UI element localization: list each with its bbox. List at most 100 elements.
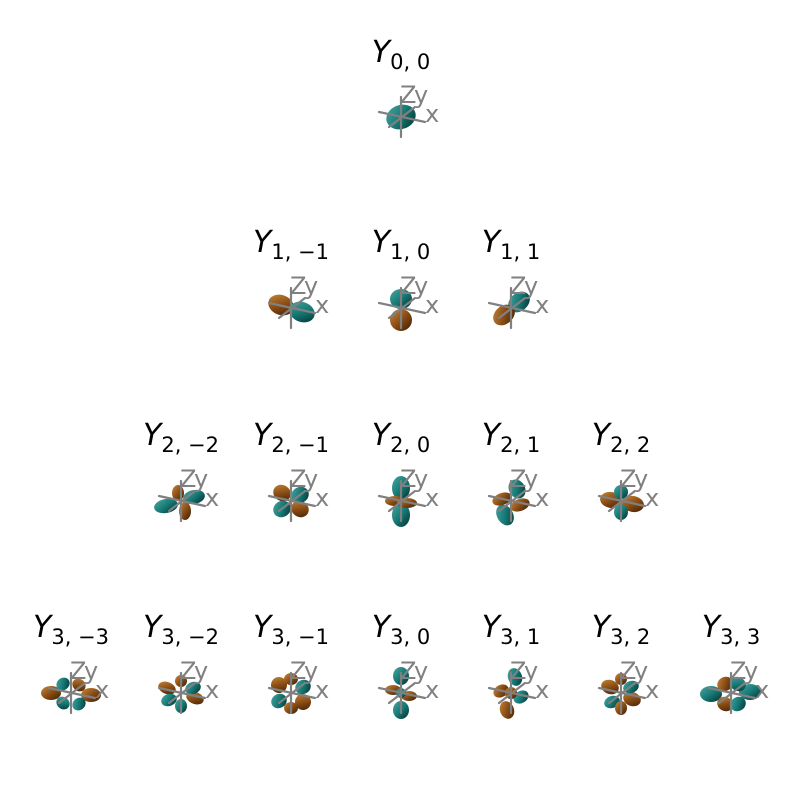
harmonic-subscript-separator: , <box>284 433 299 457</box>
harmonic-label-1-0: Y1, −1 <box>231 228 351 263</box>
harmonic-order: 0 <box>416 433 431 457</box>
z-axis-label: Z <box>620 465 637 493</box>
harmonic-symbol: Y <box>481 610 501 645</box>
surface-lobe <box>717 676 733 692</box>
harmonic-symbol: Y <box>591 610 611 645</box>
z-axis-label: Z <box>400 465 417 493</box>
x-axis-label: x <box>535 676 550 704</box>
harmonic-order: 1 <box>526 625 541 649</box>
harmonic-subscript: 2, −1 <box>271 433 329 457</box>
z-axis-label: Z <box>400 81 417 109</box>
surface-lobe <box>161 693 177 707</box>
surface-lobe <box>56 696 70 710</box>
harmonic-degree: 3 <box>500 625 514 649</box>
surface-lobe <box>730 696 746 712</box>
harmonic-subscript-separator: , <box>623 433 637 457</box>
harmonic-subscript: 1, 1 <box>500 240 540 264</box>
surface-lobe <box>72 678 86 692</box>
harmonic-label-3-4: Y3, 1 <box>451 613 571 648</box>
harmonic-subscript-separator: , <box>284 240 299 264</box>
harmonic-symbol: Y <box>371 35 391 70</box>
z-axis-label: Z <box>290 272 307 300</box>
y-axis-label: y <box>304 272 319 300</box>
harmonic-surface-2-1 <box>267 479 317 523</box>
harmonic-order: 2 <box>636 625 651 649</box>
harmonic-symbol: Y <box>252 610 272 645</box>
surface-lobe <box>72 697 86 711</box>
harmonic-order: −2 <box>188 625 220 649</box>
x-axis-label: x <box>205 484 220 512</box>
harmonic-subscript: 2, 0 <box>390 433 430 457</box>
harmonic-subscript-separator: , <box>174 625 189 649</box>
y-axis-label: y <box>84 657 99 685</box>
harmonic-surface-3-2 <box>267 671 317 715</box>
harmonic-subscript: 1, 0 <box>390 240 430 264</box>
harmonic-degree: 1 <box>271 240 285 264</box>
y-axis-label: y <box>414 657 429 685</box>
z-axis-label: Z <box>510 657 527 685</box>
y-axis-label: y <box>414 465 429 493</box>
harmonic-symbol: Y <box>481 225 501 260</box>
harmonic-symbol: Y <box>32 610 52 645</box>
harmonic-subscript-separator: , <box>174 433 189 457</box>
harmonic-order: −2 <box>188 433 220 457</box>
harmonic-label-3-6: Y3, 3 <box>671 613 791 648</box>
harmonic-label-2-0: Y2, −2 <box>121 421 241 456</box>
harmonic-symbol: Y <box>252 418 272 453</box>
harmonic-symbol: Y <box>252 225 272 260</box>
surface-lobe <box>291 500 309 518</box>
harmonic-surface-1-2 <box>487 286 537 330</box>
harmonic-surface-3-5 <box>597 671 647 715</box>
harmonic-label-2-2: Y2, 0 <box>341 421 461 456</box>
harmonic-degree: 2 <box>390 433 404 457</box>
harmonic-surface-3-1 <box>157 671 207 715</box>
z-axis-label: Z <box>180 657 197 685</box>
harmonic-surface-2-0 <box>154 479 207 523</box>
harmonic-symbol: Y <box>701 610 721 645</box>
x-axis-label: x <box>425 100 440 128</box>
harmonic-surface-3-6 <box>700 671 761 715</box>
z-axis-label: Z <box>730 657 747 685</box>
harmonic-subscript: 3, −3 <box>51 625 109 649</box>
z-axis-label: Z <box>70 657 87 685</box>
harmonic-subscript-separator: , <box>513 240 527 264</box>
x-axis-label: x <box>205 676 220 704</box>
harmonic-order: −1 <box>298 625 330 649</box>
harmonic-subscript: 3, −1 <box>271 625 329 649</box>
harmonic-label-3-5: Y3, 2 <box>561 613 681 648</box>
z-axis-label: Z <box>400 272 417 300</box>
harmonic-surface-3-3 <box>377 667 427 719</box>
harmonic-order: −1 <box>298 433 330 457</box>
harmonic-subscript-separator: , <box>403 433 417 457</box>
harmonic-subscript-separator: , <box>513 625 527 649</box>
z-axis-label: Z <box>510 465 527 493</box>
y-axis-label: y <box>304 657 319 685</box>
harmonic-symbol: Y <box>591 418 611 453</box>
harmonic-label-2-1: Y2, −1 <box>231 421 351 456</box>
y-axis-label: y <box>414 81 429 109</box>
surface-lobe <box>271 693 287 709</box>
harmonic-degree: 3 <box>161 625 175 649</box>
harmonic-subscript: 2, 1 <box>500 433 540 457</box>
y-axis-label: y <box>524 465 539 493</box>
harmonic-symbol: Y <box>142 610 162 645</box>
x-axis-label: x <box>425 291 440 319</box>
harmonic-subscript-separator: , <box>64 625 79 649</box>
surface-lobe <box>56 677 70 691</box>
y-axis-label: y <box>524 657 539 685</box>
z-axis-label: Z <box>290 465 307 493</box>
x-axis-label: x <box>645 484 660 512</box>
surface-lobe <box>295 679 311 695</box>
x-axis-label: x <box>645 676 660 704</box>
harmonic-subscript: 2, 2 <box>610 433 650 457</box>
surface-lobe <box>183 489 205 505</box>
harmonic-degree: 2 <box>500 433 514 457</box>
harmonic-label-2-4: Y2, 2 <box>561 421 681 456</box>
harmonic-subscript: 3, 2 <box>610 625 650 649</box>
surface-lobe <box>295 694 311 710</box>
y-axis-label: y <box>194 657 209 685</box>
harmonic-label-3-3: Y3, 0 <box>341 613 461 648</box>
harmonic-degree: 2 <box>161 433 175 457</box>
harmonic-subscript: 3, 0 <box>390 625 430 649</box>
harmonic-label-3-0: Y3, −3 <box>11 613 131 648</box>
